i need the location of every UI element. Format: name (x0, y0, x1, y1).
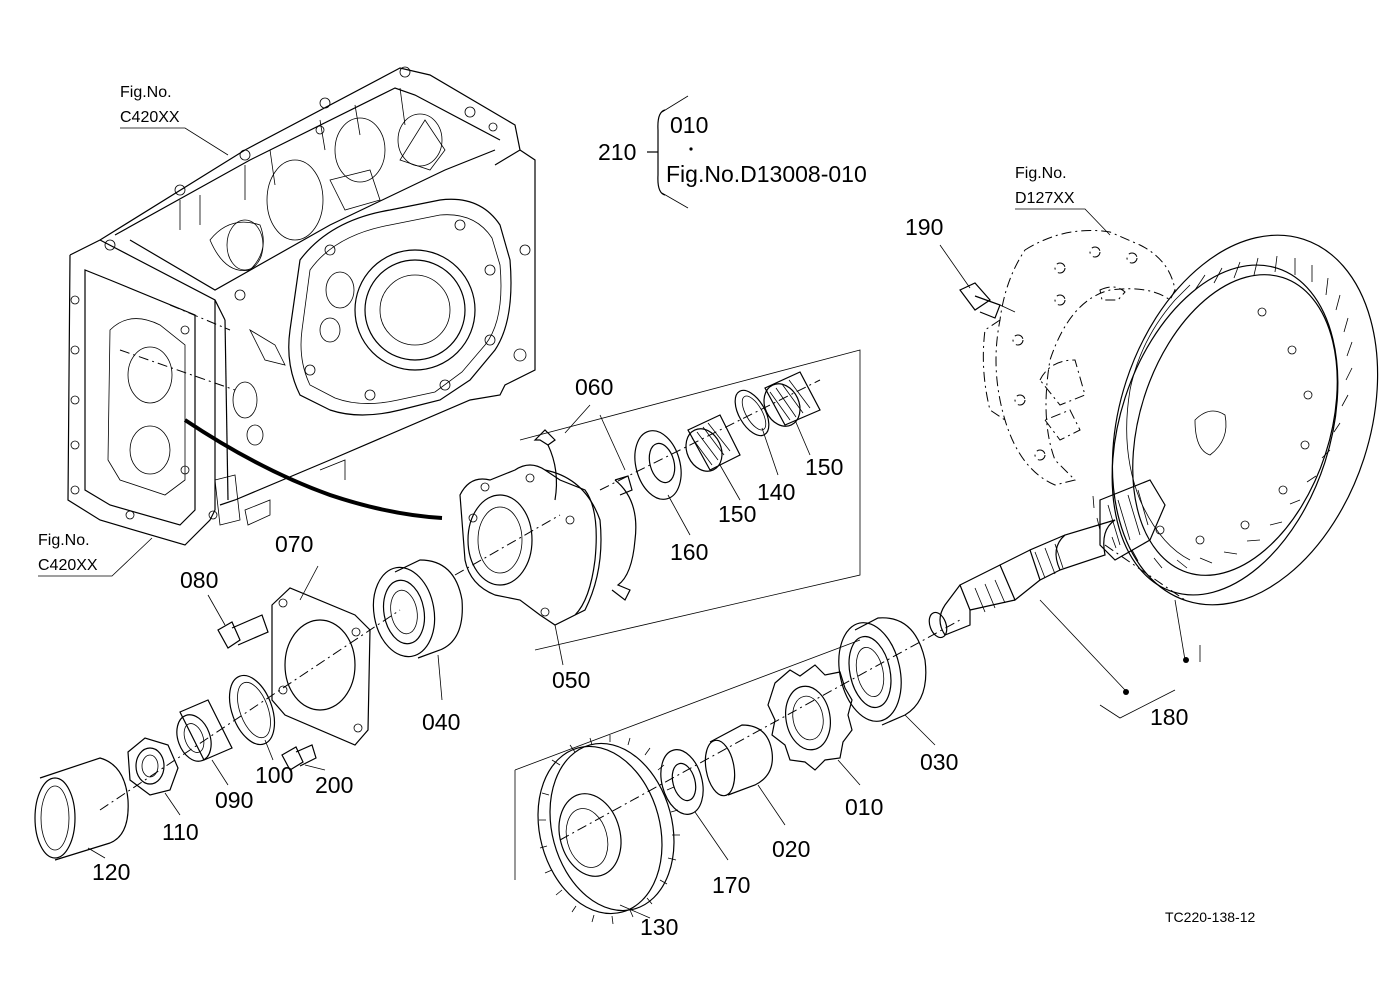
part-150-needle-bearing-b: 150 (763, 371, 843, 480)
part-170-washer: 170 (660, 749, 750, 898)
svg-text:110: 110 (162, 819, 199, 845)
svg-text:100: 100 (255, 762, 293, 788)
ref-c420xx-top: Fig.No. C420XX (120, 84, 229, 156)
drawing-code: TC220-138-12 (1165, 909, 1255, 925)
group-box-upper (519, 349, 861, 651)
part-020-collar: 020 (704, 724, 810, 862)
svg-text:030: 030 (920, 749, 958, 775)
svg-text:Fig.No.: Fig.No. (38, 532, 90, 549)
svg-text:010: 010 (845, 794, 883, 820)
svg-text:D127XX: D127XX (1015, 190, 1075, 207)
svg-text:010: 010 (670, 112, 708, 138)
part-080-bolt: 080 (180, 567, 269, 649)
part-010-gear: 010 (767, 664, 883, 820)
svg-text:C420XX: C420XX (38, 557, 98, 574)
assembly-axis (99, 379, 961, 841)
svg-text:060: 060 (575, 374, 613, 400)
svg-text:130: 130 (640, 914, 678, 940)
part-090-needle-bearing: 090 (176, 699, 253, 813)
part-140-snap-ring: 140 (734, 389, 795, 505)
assembly-bracket-210: 210 010 Fig.No.D13008-010 (598, 95, 867, 209)
svg-text:Fig.No.D13008-010: Fig.No.D13008-010 (666, 161, 867, 187)
ring-gear (1092, 234, 1379, 606)
svg-text:120: 120 (92, 859, 130, 885)
svg-text:090: 090 (215, 787, 253, 813)
svg-text:C420XX: C420XX (120, 109, 180, 126)
part-100-snap-ring: 100 (228, 674, 293, 788)
svg-text:050: 050 (552, 667, 590, 693)
part-130-gear: 130 (537, 735, 680, 940)
svg-text:070: 070 (275, 531, 313, 557)
part-110-nut: 110 (127, 737, 199, 845)
svg-text:150: 150 (718, 501, 756, 527)
svg-text:190: 190 (905, 214, 943, 240)
svg-text:180: 180 (1150, 704, 1188, 730)
part-070-plate: 070 (271, 531, 371, 746)
svg-text:170: 170 (712, 872, 750, 898)
svg-text:150: 150 (805, 454, 843, 480)
part-120-sleeve: 120 (34, 757, 130, 885)
differential-housing (982, 229, 1176, 486)
assembly-leader-line (183, 418, 443, 520)
svg-text:020: 020 (772, 836, 810, 862)
svg-text:210: 210 (598, 139, 636, 165)
ref-c420xx-left: Fig.No. C420XX (38, 532, 153, 577)
svg-text:080: 080 (180, 567, 218, 593)
part-180-pinion-shaft (928, 479, 1186, 639)
svg-text:160: 160 (670, 539, 708, 565)
svg-text:040: 040 (422, 709, 460, 735)
ref-d127xx: Fig.No. D127XX (1015, 165, 1111, 236)
svg-text:Fig.No.: Fig.No. (1015, 165, 1067, 182)
transmission-case (67, 66, 536, 546)
part-030-ball-bearing: 030 (838, 617, 958, 775)
part-150-needle-bearing-a: 150 (685, 414, 756, 527)
part-040-ball-bearing: 040 (372, 559, 463, 735)
part-160-washer: 160 (634, 430, 708, 565)
part-050-housing: 050 (459, 464, 602, 693)
part-190-bolt: 190 (905, 214, 1016, 319)
part-060-circlip: 060 (533, 374, 637, 601)
part-200-bolt: 200 (281, 744, 353, 798)
svg-text:200: 200 (315, 772, 353, 798)
label-180: 180 (1039, 599, 1201, 730)
svg-text:140: 140 (757, 479, 795, 505)
svg-text:Fig.No.: Fig.No. (120, 84, 172, 101)
